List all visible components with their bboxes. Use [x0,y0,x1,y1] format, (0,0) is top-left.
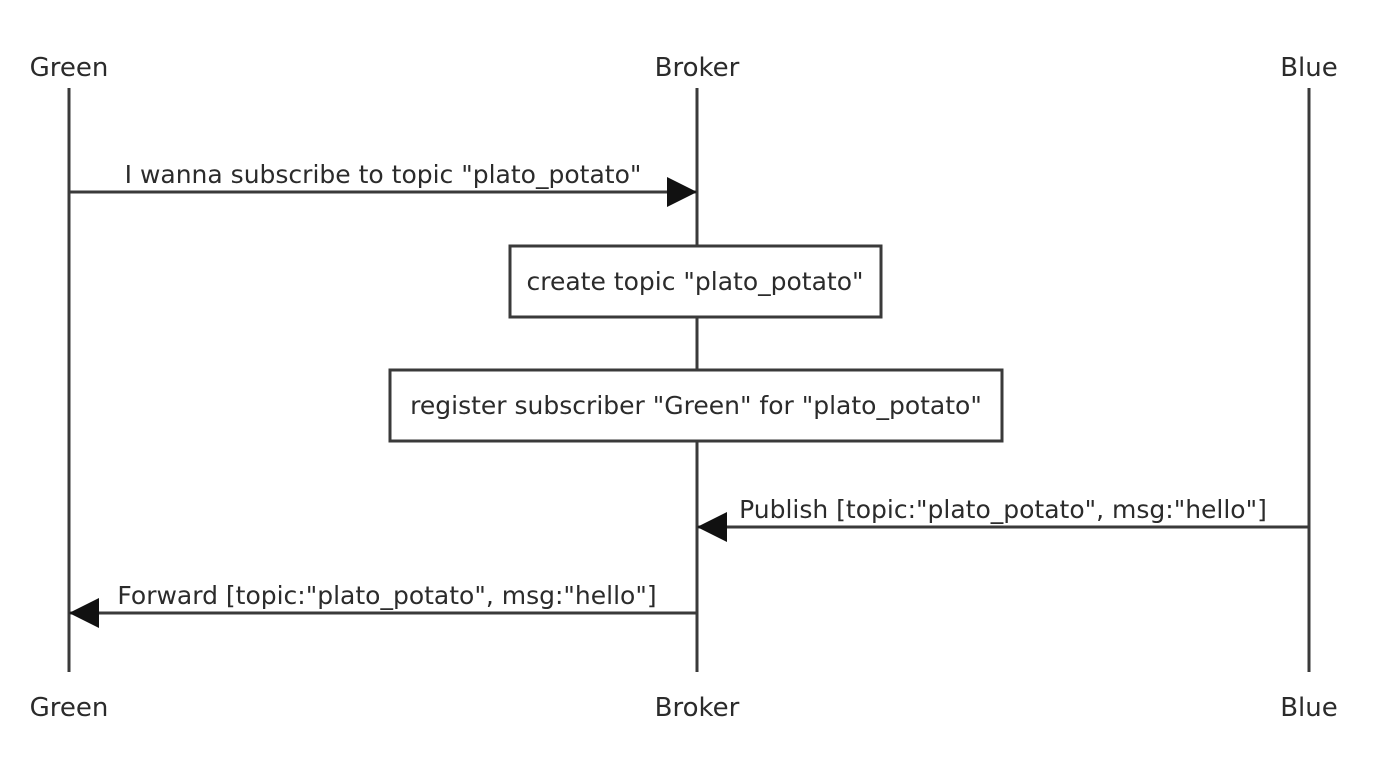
note-2-register-subscriber: register subscriber "Green" for "plato_p… [388,368,1004,443]
participant-label-blue-top: Blue [1280,53,1338,83]
note-2-box [388,368,1004,443]
note-1-label: create topic "plato_potato" [526,267,863,296]
participant-label-blue-bottom: Blue [1280,693,1338,723]
message-1-subscribe: I wanna subscribe to topic "plato_potato… [69,160,697,207]
message-2-label: Publish [topic:"plato_potato", msg:"hell… [739,495,1267,524]
participant-label-broker-bottom: Broker [655,693,740,723]
message-2-arrowhead-left [697,512,727,542]
participant-labels-bottom: Green Broker Blue [30,693,1338,723]
message-1-label: I wanna subscribe to topic "plato_potato… [125,160,642,189]
participant-label-green-top: Green [30,53,109,83]
message-1-arrowhead-right [667,177,697,207]
message-3-forward: Forward [topic:"plato_potato", msg:"hell… [69,581,697,628]
note-1-create-topic: create topic "plato_potato" [508,244,883,319]
message-3-label: Forward [topic:"plato_potato", msg:"hell… [117,581,656,610]
message-2-publish: Publish [topic:"plato_potato", msg:"hell… [697,495,1309,542]
participant-labels-top: Green Broker Blue [30,53,1338,83]
note-2-label: register subscriber "Green" for "plato_p… [410,391,982,420]
participant-label-green-bottom: Green [30,693,109,723]
note-1-box [508,244,883,319]
message-3-arrowhead-left [69,598,99,628]
participant-label-broker-top: Broker [655,53,740,83]
